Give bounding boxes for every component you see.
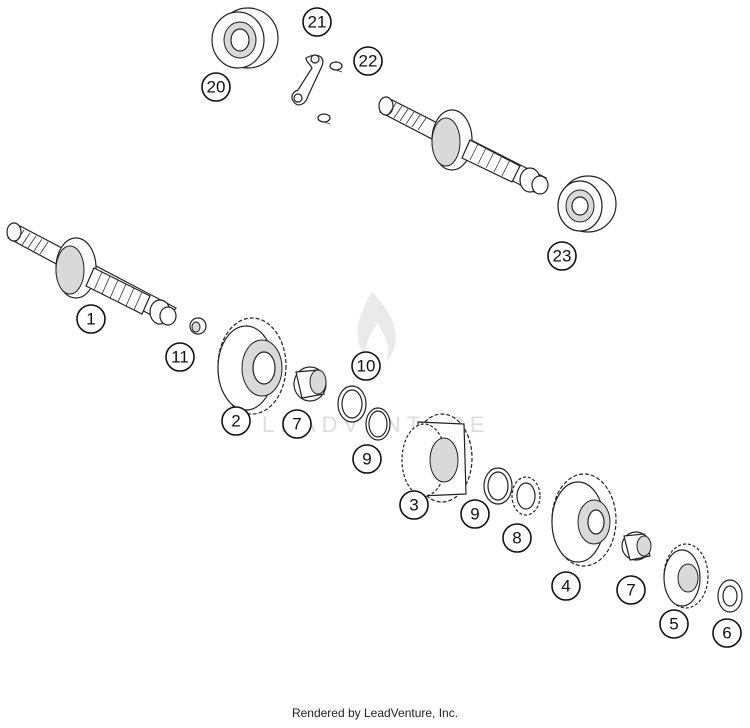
callout-2[interactable]: 2 [221,406,251,436]
callout-label: 7 [292,415,301,434]
callout-7a[interactable]: 7 [282,409,312,439]
callout-label: 4 [561,577,570,596]
gear-part-2[interactable] [217,317,287,415]
gear-part-4[interactable] [551,473,617,567]
callout-label: 9 [470,505,479,524]
callout-20[interactable]: 20 [201,72,231,102]
callout-6[interactable]: 6 [712,618,742,648]
callout-label: 8 [512,529,521,548]
watermark-flame-icon [357,292,396,362]
circlip-part-9a[interactable] [365,407,391,441]
gear-part-3[interactable] [401,413,473,503]
main-shaft-part-1[interactable] [6,222,177,326]
circlip-part-9b[interactable] [483,467,513,505]
needle-bearing-part-7b[interactable] [621,531,652,561]
countershaft[interactable] [378,96,549,195]
callout-11[interactable]: 11 [165,342,195,372]
callout-7b[interactable]: 7 [616,575,646,605]
retainer-plate-part-21[interactable] [291,54,324,106]
callout-10[interactable]: 10 [351,351,381,381]
callout-label: 20 [207,78,226,97]
callout-3[interactable]: 3 [399,490,429,520]
footer-credit: Rendered by LeadVenture, Inc. [291,706,459,720]
callout-label: 1 [86,310,95,329]
callout-1[interactable]: 1 [76,304,106,334]
callout-21[interactable]: 21 [302,7,332,37]
callout-5[interactable]: 5 [659,609,689,639]
splined-washer-part-8[interactable] [511,476,541,516]
callout-label: 22 [359,52,378,71]
washer-part-6[interactable] [717,579,743,613]
needle-bearing-part-7a[interactable] [293,366,327,402]
callout-9b[interactable]: 9 [460,499,490,529]
callout-4[interactable]: 4 [551,571,581,601]
screw-part-22[interactable] [317,61,343,125]
bearing-part-23[interactable] [557,175,617,233]
callout-9a[interactable]: 9 [352,444,382,474]
callout-label: 11 [171,348,189,367]
callout-label: 23 [553,247,572,266]
bushing-part-11[interactable] [189,317,207,335]
callout-label: 7 [626,581,635,600]
callout-label: 2 [231,412,240,431]
callout-label: 21 [308,13,327,32]
callout-23[interactable]: 23 [547,241,577,271]
callout-label: 5 [669,615,678,634]
callout-label: 3 [409,496,418,515]
callout-label: 10 [357,357,376,376]
callout-22[interactable]: 22 [353,46,383,76]
washer-part-10[interactable] [337,385,367,423]
callout-label: 9 [362,450,371,469]
gear-part-5[interactable] [663,543,709,609]
callout-label: 6 [722,624,731,643]
callout-8[interactable]: 8 [502,523,532,553]
bearing-part-20[interactable] [211,7,279,69]
